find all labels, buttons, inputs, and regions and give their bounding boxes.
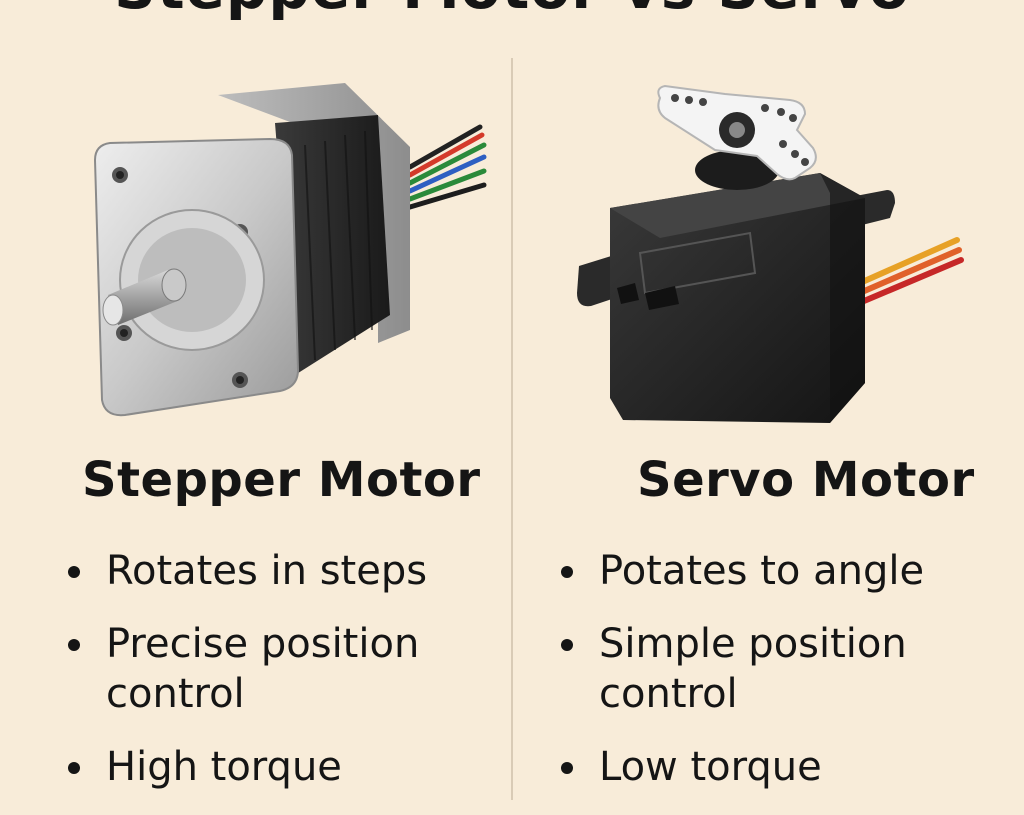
list-item-text: Rotates in steps: [106, 548, 428, 594]
servo-wires: [857, 237, 964, 304]
list-item-text: Precise position control: [106, 621, 420, 717]
servo-feature-list: Potates to angle Simple position control…: [559, 546, 999, 815]
list-item: High torque: [66, 742, 506, 792]
stepper-motor-heading: Stepper Motor: [82, 452, 481, 508]
servo-motor-heading: Servo Motor: [637, 452, 975, 508]
list-item: Low torque: [559, 742, 999, 792]
list-item-text: Low torque: [599, 744, 822, 790]
servo-motor-illustration: [577, 84, 964, 423]
bullet-icon: [68, 566, 80, 578]
list-item: Simple position control: [559, 619, 999, 719]
bullet-icon: [561, 762, 573, 774]
bullet-icon: [68, 762, 80, 774]
list-item-text: Simple position control: [599, 621, 907, 717]
bullet-icon: [561, 566, 573, 578]
bullet-icon: [561, 639, 573, 651]
stepper-motor-illustration: [93, 83, 487, 417]
stepper-wires: [407, 124, 487, 210]
page-title: Stepper Motor vs Servo: [0, 0, 1024, 22]
stepper-feature-list: Rotates in steps Precise position contro…: [66, 546, 506, 815]
list-item: Potates to angle: [559, 546, 999, 596]
bullet-icon: [68, 639, 80, 651]
list-item: Precise position control: [66, 619, 506, 719]
list-item: Rotates in steps: [66, 546, 506, 596]
list-item-text: Potates to angle: [599, 548, 925, 594]
column-divider: [511, 58, 513, 800]
list-item-text: High torque: [106, 744, 342, 790]
